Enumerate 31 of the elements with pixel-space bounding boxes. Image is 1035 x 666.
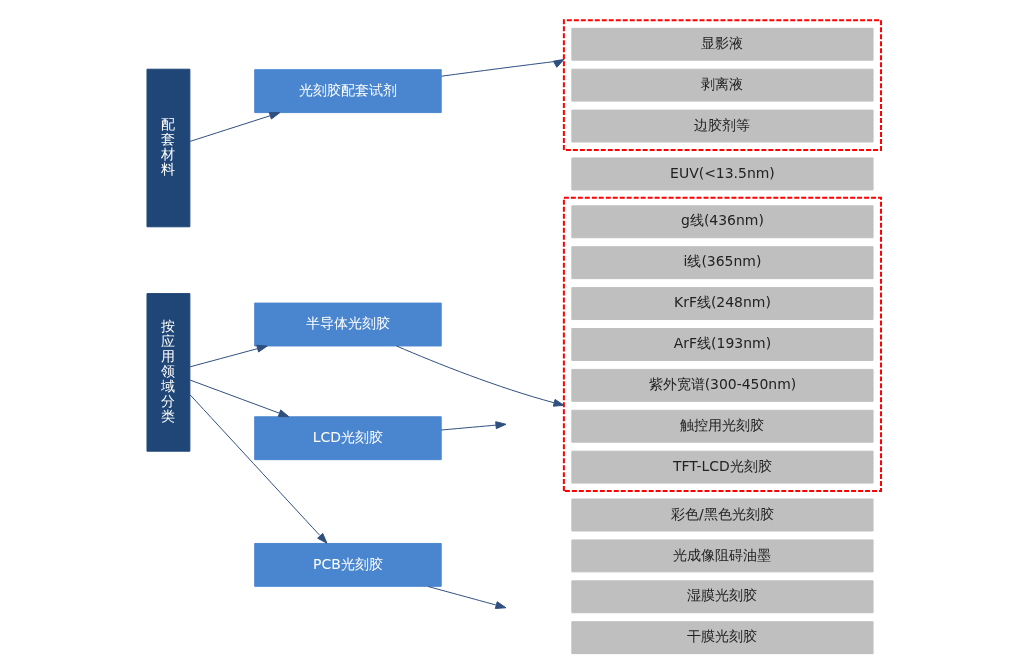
node-box: 剥离液 <box>570 68 874 102</box>
arrow <box>189 379 289 418</box>
arrow <box>189 344 268 368</box>
node-box: 紫外宽谱(300-450nm) <box>570 368 874 402</box>
node-box: 湿膜光刻胶 <box>570 580 874 614</box>
node-box: 光刻胶配套试剂 <box>253 69 442 114</box>
node-box: PCB光刻胶 <box>253 542 442 587</box>
arrow <box>395 345 564 407</box>
node-box: 触控用光刻胶 <box>570 409 874 443</box>
node-box: 光成像阻碍油墨 <box>570 539 874 573</box>
node-box: KrF线(248nm) <box>570 287 874 321</box>
node-box: i线(365nm) <box>570 246 874 280</box>
node-box: 边胶剂等 <box>570 109 874 143</box>
node-box: 配套材料 <box>146 68 190 228</box>
cluster <box>562 19 882 151</box>
arrow <box>189 394 327 544</box>
cluster <box>562 196 882 493</box>
node-box: LCD光刻胶 <box>253 416 442 461</box>
node-box: TFT-LCD光刻胶 <box>570 450 874 484</box>
arrow <box>440 421 506 431</box>
arrow <box>440 58 564 77</box>
node-box: 显影液 <box>570 27 874 61</box>
node-box: 干膜光刻胶 <box>570 621 874 655</box>
arrow <box>426 585 506 609</box>
node-box: EUV(<13.5nm) <box>570 157 874 191</box>
node-box: ArF线(193nm) <box>570 328 874 361</box>
arrow <box>189 111 280 142</box>
node-box: g线(436nm) <box>570 205 874 239</box>
node-box: 按应用领域分类 <box>146 293 190 452</box>
node-box: 彩色/黑色光刻胶 <box>570 498 874 532</box>
node-box: 半导体光刻胶 <box>253 302 442 347</box>
